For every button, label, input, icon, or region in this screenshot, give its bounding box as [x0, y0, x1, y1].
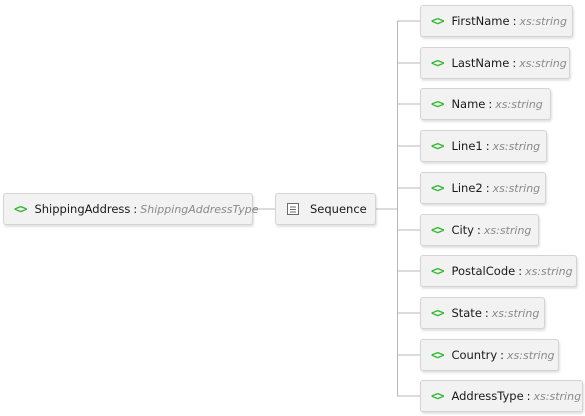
child-separator: :: [526, 389, 531, 403]
child-element-node[interactable]: <> LastName:xs:string: [420, 47, 570, 79]
root-element-type: ShippingAddressType: [140, 202, 259, 216]
child-element-type: xs:string: [525, 264, 573, 278]
child-element-type: xs:string: [519, 56, 567, 70]
child-element-name: FirstName: [451, 14, 510, 28]
element-icon: <>: [14, 202, 27, 216]
element-icon: <>: [431, 264, 444, 278]
child-separator: :: [512, 56, 517, 70]
sequence-icon: [286, 202, 300, 216]
child-element-node[interactable]: <> PostalCode:xs:string: [420, 255, 577, 287]
sequence-label: Sequence: [310, 202, 367, 216]
element-icon: <>: [431, 306, 444, 320]
child-element-type: xs:string: [483, 223, 532, 237]
child-element-node[interactable]: <> City:xs:string: [420, 214, 539, 246]
child-separator: :: [477, 223, 481, 237]
child-element-node[interactable]: <> FirstName:xs:string: [420, 5, 573, 37]
child-element-type: xs:string: [519, 14, 567, 28]
element-icon: <>: [431, 181, 444, 195]
child-separator: :: [488, 97, 493, 111]
child-element-name: State: [451, 306, 482, 320]
child-element-node[interactable]: <> State:xs:string: [420, 297, 545, 329]
child-separator: :: [485, 181, 490, 195]
element-icon: <>: [431, 223, 444, 237]
child-element-type: xs:string: [492, 181, 541, 195]
element-icon: <>: [431, 56, 444, 70]
child-element-node[interactable]: <> Line2:xs:string: [420, 172, 546, 204]
child-element-name: Line2: [451, 181, 483, 195]
child-element-type: xs:string: [533, 389, 582, 403]
child-element-node[interactable]: <> Name:xs:string: [420, 88, 551, 120]
child-element-type: xs:string: [507, 348, 555, 362]
sequence-node[interactable]: Sequence: [275, 193, 376, 225]
element-icon: <>: [431, 389, 444, 403]
child-element-name: PostalCode: [451, 264, 516, 278]
element-icon: <>: [431, 348, 444, 362]
root-element-name: ShippingAddress: [34, 202, 131, 216]
child-separator: :: [485, 139, 490, 153]
root-element-node[interactable]: <> ShippingAddress : ShippingAddressType: [3, 193, 259, 225]
child-element-node[interactable]: <> Country:xs:string: [420, 339, 559, 371]
child-element-type: xs:string: [492, 139, 541, 153]
child-element-node[interactable]: <> AddressType:xs:string: [420, 380, 583, 412]
child-separator: :: [512, 14, 517, 28]
element-icon: <>: [431, 97, 444, 111]
child-separator: :: [484, 306, 489, 320]
element-icon: <>: [431, 14, 444, 28]
child-element-type: xs:string: [491, 306, 540, 320]
child-element-name: City: [451, 223, 474, 237]
child-element-node[interactable]: <> Line1:xs:string: [420, 130, 547, 162]
child-element-name: AddressType: [451, 389, 524, 403]
child-element-name: LastName: [451, 56, 510, 70]
child-element-name: Line1: [451, 139, 483, 153]
child-element-name: Name: [451, 97, 486, 111]
element-icon: <>: [431, 139, 444, 153]
child-separator: :: [518, 264, 523, 278]
root-separator: :: [133, 202, 138, 216]
child-separator: :: [500, 348, 505, 362]
child-element-name: Country: [451, 348, 498, 362]
child-element-type: xs:string: [495, 97, 543, 111]
